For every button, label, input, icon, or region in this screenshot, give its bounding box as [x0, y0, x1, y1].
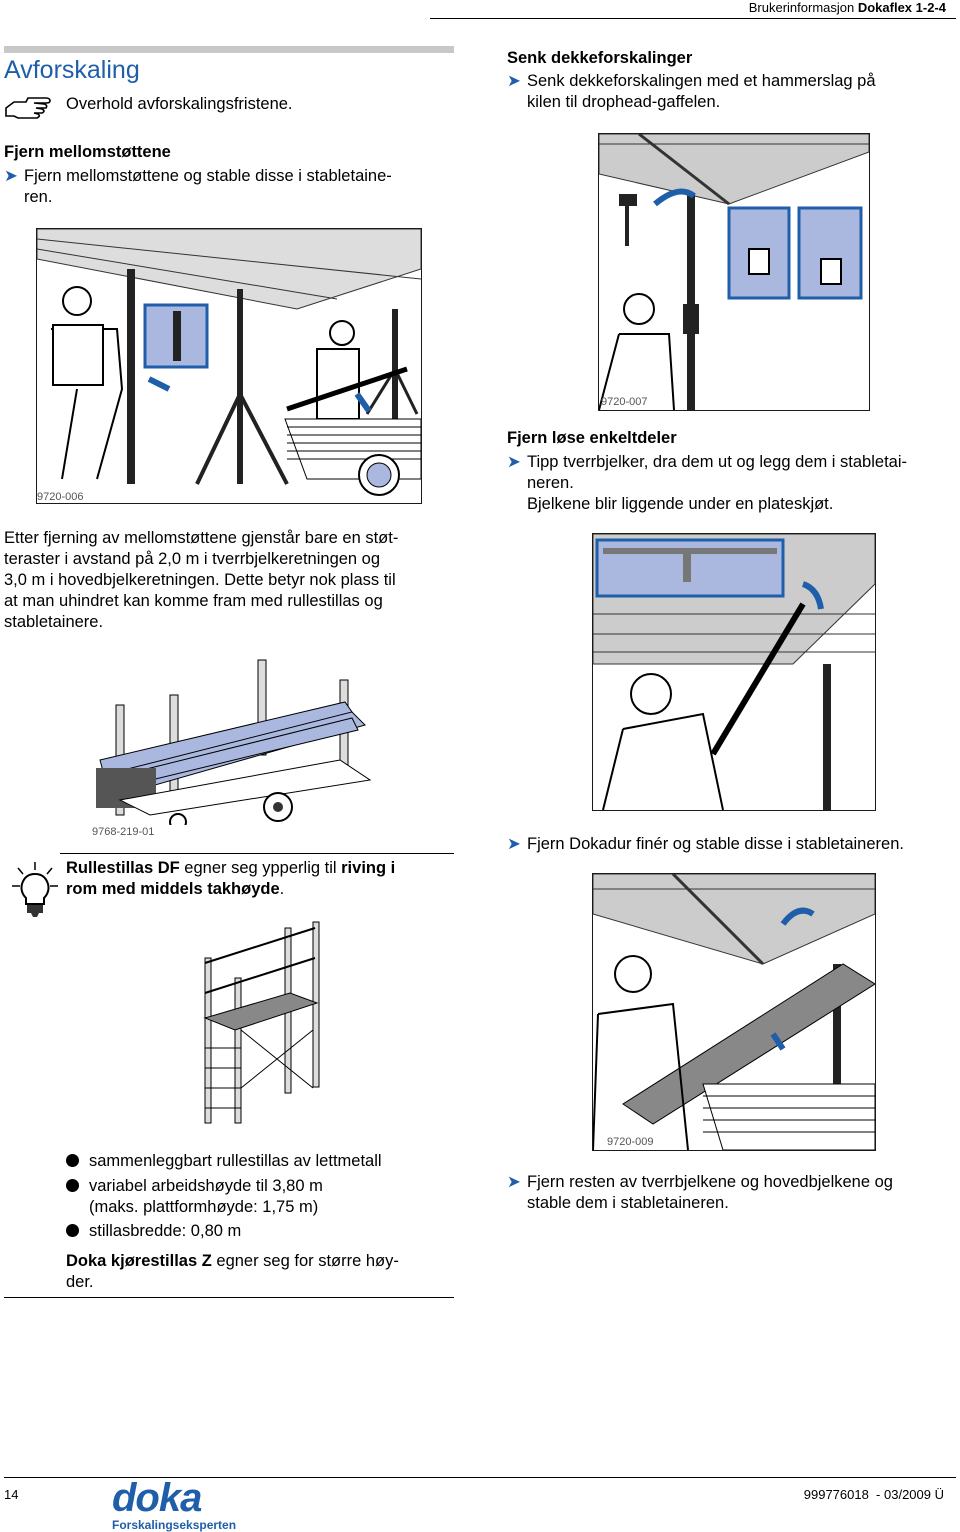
footer-rule	[4, 1477, 956, 1478]
lightbulb-icon	[12, 862, 58, 923]
document-code: 999776018 - 03/2009 Ü	[803, 1487, 944, 1502]
arrow-right-icon: ➤	[507, 453, 521, 471]
section-title: Avforskaling	[4, 56, 140, 84]
tip-part-b: egner seg ypperlig til	[179, 859, 342, 877]
left-end-rule	[4, 1297, 454, 1298]
scaffold-z-note: Doka kjørestillas Z egner seg for større…	[66, 1251, 456, 1293]
tip-part-c: riving i	[341, 859, 396, 877]
figure-scaffold-df	[195, 918, 325, 1128]
s5-step-line1: Fjern resten av tverrbjelkene og hovedbj…	[527, 1173, 893, 1191]
tip-part-a: Rullestillas DF	[66, 859, 180, 877]
s1-step-line2: ren.	[24, 188, 53, 206]
s3-step-line2: neren.	[527, 474, 574, 492]
figure-label: 9720-008	[592, 759, 595, 807]
s3-heading: Fjern løse enkeltdeler	[507, 429, 677, 447]
figure-remove-props: 9720-006	[36, 228, 422, 504]
header-rule	[430, 18, 956, 19]
s2-step: ➤ Senk dekkeforskalingen med et hammersla…	[507, 71, 957, 113]
scaffold-z-text: egner seg for større høy-	[211, 1252, 399, 1270]
scaffold-z-text-cont: der.	[66, 1273, 94, 1291]
arrow-right-icon: ➤	[4, 167, 18, 185]
para1-line2: teraster i avstand på 2,0 m i tverrbjelk…	[4, 550, 381, 568]
para1-line3: 3,0 m i hovedbjelkeretningen. Dette bety…	[4, 571, 396, 589]
s5-step-line2: stable dem i stabletaineren.	[527, 1194, 729, 1212]
s5-step: ➤ Fjern resten av tverrbjelkene og hovedb…	[507, 1172, 957, 1214]
para1-line1: Etter fjerning av mellomstøttene gjenstå…	[4, 529, 399, 547]
s2-heading: Senk dekkeforskalinger	[507, 49, 693, 67]
s3-step-line3: Bjelkene blir liggende under en plateskj…	[527, 495, 834, 513]
figure-tip-beams: 9720-008	[592, 533, 876, 811]
header-title: Dokaflex 1-2-4	[857, 0, 946, 15]
arrow-right-icon: ➤	[507, 72, 521, 90]
page-number: 14	[4, 1487, 19, 1502]
s1-heading: Fjern mellomstøttene	[4, 143, 171, 161]
s3-step: ➤ Tipp tverrbjelker, dra dem ut og legg d…	[507, 452, 957, 515]
section-bar	[4, 46, 454, 53]
para1-line5: stabletainere.	[4, 613, 104, 631]
header-prefix: Brukerinformasjon	[748, 0, 858, 15]
para1-line4: at man uhindret kan komme fram med rulle…	[4, 592, 383, 610]
scaffold-z-bold: Doka kjørestillas Z	[66, 1252, 212, 1270]
figure-label: 9768-219-01	[92, 826, 155, 838]
tip-rule	[60, 853, 454, 854]
bullet-item-3: stillasbredde: 0,80 m	[66, 1221, 241, 1242]
running-header: Brukerinformasjon Dokaflex 1-2-4	[749, 0, 946, 15]
figure-stack-cart: 9768-219-01	[90, 650, 390, 840]
bullet-text: stillasbredde: 0,80 m	[89, 1222, 242, 1240]
bullet-icon	[66, 1224, 79, 1237]
s1-step-line1: Fjern mellomstøttene og stable disse i s…	[24, 167, 392, 185]
bullet-icon	[66, 1179, 79, 1192]
s2-step-line2: kilen til drophead-gaffelen.	[527, 93, 721, 111]
tip-part-d: rom med middels takhøyde	[66, 880, 280, 898]
logo-tagline: Forskalingseksperten	[112, 1518, 237, 1532]
figure-lower-formwork: 9720-007	[598, 133, 870, 411]
bullet-item-1: sammenleggbart rullestillas av lettmetal…	[66, 1151, 382, 1172]
figure-remove-plywood: 9720-009	[592, 873, 876, 1151]
bullet-item-2: variabel arbeidshøyde til 3,80 m (maks. p…	[66, 1176, 323, 1218]
arrow-right-icon: ➤	[507, 1173, 521, 1191]
s2-step-line1: Senk dekkeforskalingen med et hammerslag…	[527, 72, 876, 90]
figure-label: 9720-006	[37, 491, 84, 503]
logo-wordmark: doka	[112, 1476, 202, 1520]
s1-step: ➤ Fjern mellomstøttene og stable disse i …	[4, 166, 454, 208]
bullet-text: sammenleggbart rullestillas av lettmetal…	[89, 1152, 382, 1170]
tip-part-e: .	[279, 880, 285, 898]
bullet-icon	[66, 1154, 79, 1167]
tip-text: Rullestillas DF egner seg ypperlig til r…	[66, 858, 456, 900]
s4-step: ➤ Fjern Dokadur finér og stable disse i s…	[507, 834, 957, 855]
figure-label: 9720-007	[601, 396, 648, 408]
figure-label: 9720-009	[607, 1136, 654, 1148]
s4-step-text: Fjern Dokadur finér og stable disse i st…	[527, 835, 904, 853]
bullet-text: variabel arbeidshøyde til 3,80 m	[89, 1177, 323, 1195]
s3-step-line1: Tipp tverrbjelker, dra dem ut og legg de…	[527, 453, 907, 471]
arrow-right-icon: ➤	[507, 835, 521, 853]
bullet-text-cont: (maks. plattformhøyde: 1,75 m)	[89, 1198, 319, 1216]
pointing-hand-icon	[4, 94, 52, 129]
para1: Etter fjerning av mellomstøttene gjenstå…	[4, 528, 454, 633]
note-text: Overhold avforskalingsfristene.	[66, 95, 293, 113]
doka-logo: doka Forskalingseksperten	[112, 1478, 247, 1532]
